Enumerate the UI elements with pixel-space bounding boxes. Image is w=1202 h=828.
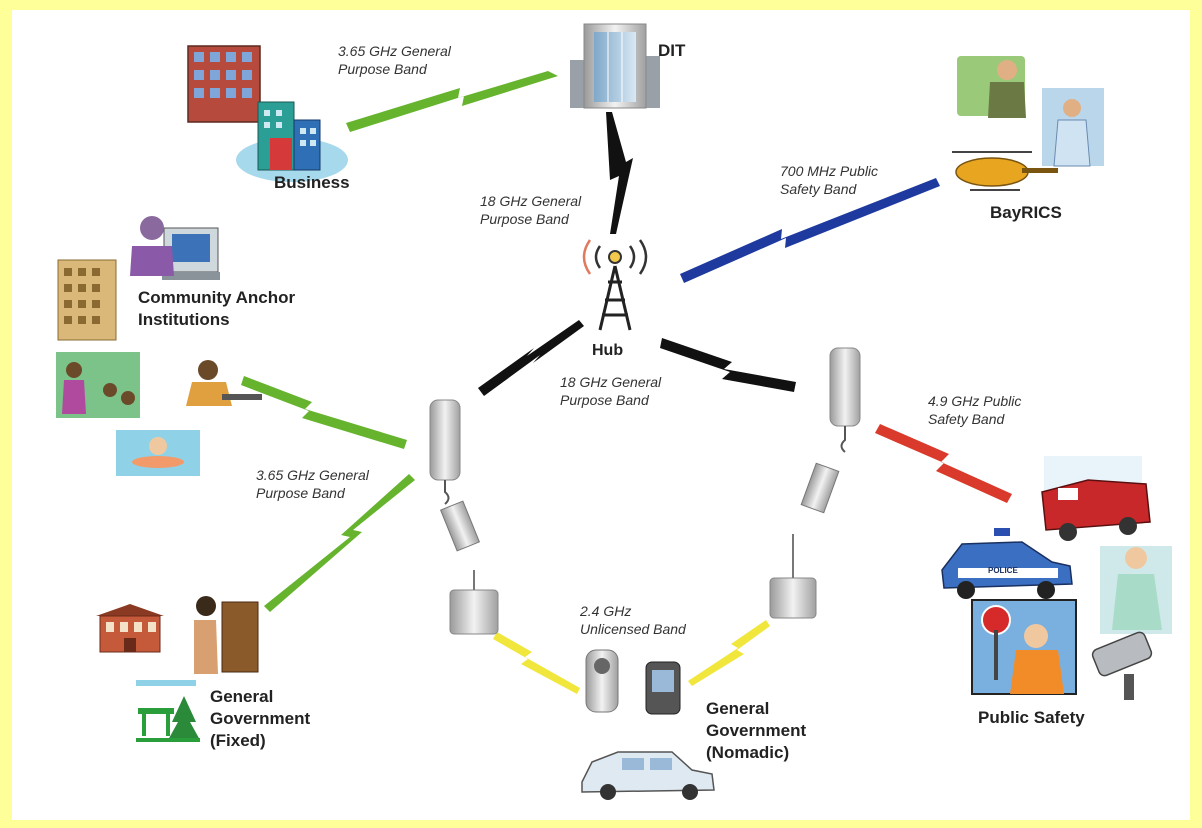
business-buildings-icon — [187, 45, 348, 182]
link-label-tower-gov-fixed-line1: 3.65 GHz General — [256, 467, 369, 483]
general-government-nomadic-icons — [581, 649, 715, 800]
link-tower-public-safety-bolt — [875, 424, 1012, 503]
link-label-hub-bayrics-line1: 700 MHz Public — [780, 163, 879, 179]
link-label-dit-hub: 18 GHz General Purpose Band — [480, 192, 581, 228]
police-car-text: POLICE — [988, 566, 1018, 575]
node-label-dit: DIT — [658, 41, 686, 60]
node-label-business: Business — [274, 173, 350, 192]
node-label-public-safety: Public Safety — [978, 708, 1085, 727]
link-label-dit-hub-line2: Purpose Band — [480, 211, 569, 227]
node-label-bayrics: BayRICS — [990, 203, 1062, 222]
diagram-graphics — [56, 23, 1172, 800]
node-label-gov-nomadic-line2: Government — [706, 721, 807, 740]
general-government-fixed-icons — [96, 596, 260, 742]
link-business-dit-bolt — [346, 71, 558, 132]
community-anchor-icons — [56, 216, 262, 476]
network-diagram: 3.65 GHz General Purpose Band 18 GHz Gen… — [12, 10, 1190, 820]
link-hub-left-tower-bolt — [478, 320, 584, 396]
node-label-hub: Hub — [592, 342, 624, 359]
link-label-tower-public-safety-line2: Safety Band — [928, 411, 1005, 427]
node-label-gov-fixed-line1: General — [210, 687, 274, 706]
node-label-gov-fixed: General Government (Fixed) — [210, 686, 310, 752]
link-label-tower-gov-fixed-line2: Purpose Band — [256, 485, 345, 501]
link-label-hub-towers-line1: 18 GHz General — [560, 374, 662, 390]
link-community-tower-bolt — [241, 376, 407, 449]
link-label-business-dit-line1: 3.65 GHz General — [338, 43, 451, 59]
dit-building-icon — [570, 23, 660, 109]
public-safety-icons — [941, 456, 1172, 700]
node-label-gov-fixed-line3: (Fixed) — [210, 731, 266, 750]
link-label-dit-hub-line1: 18 GHz General — [480, 193, 582, 209]
link-label-nomadic-line2: Unlicensed Band — [580, 621, 686, 637]
link-label-nomadic: 2.4 GHz Unlicensed Band — [580, 602, 686, 638]
node-label-gov-nomadic-line1: General — [706, 699, 770, 718]
node-label-community-anchor-line1: Community Anchor — [138, 288, 296, 307]
node-label-community-anchor: Community Anchor Institutions — [138, 287, 295, 331]
link-tower-gov-fixed-bolt — [264, 474, 415, 612]
hub-tower-icon — [582, 239, 648, 331]
node-label-gov-fixed-line2: Government — [210, 709, 311, 728]
link-label-hub-bayrics: 700 MHz Public Safety Band — [780, 162, 878, 198]
link-right-radio-nomadic-bolt — [688, 620, 770, 686]
node-label-gov-nomadic-line3: (Nomadic) — [706, 743, 790, 762]
link-label-nomadic-line1: 2.4 GHz — [580, 603, 632, 619]
link-dit-hub-bolt — [606, 112, 633, 234]
bayrics-icons — [952, 56, 1104, 191]
right-tower-radio-icon — [769, 347, 861, 619]
link-label-hub-towers-line2: Purpose Band — [560, 392, 649, 408]
link-left-radio-nomadic-bolt — [493, 632, 580, 694]
link-label-hub-bayrics-line2: Safety Band — [780, 181, 857, 197]
link-label-business-dit-line2: Purpose Band — [338, 61, 427, 77]
link-hub-right-tower-bolt — [660, 338, 796, 392]
link-hub-bayrics-bolt — [680, 178, 940, 283]
link-label-hub-towers: 18 GHz General Purpose Band — [560, 373, 661, 409]
link-label-business-dit: 3.65 GHz General Purpose Band — [338, 42, 451, 78]
link-label-tower-gov-fixed: 3.65 GHz General Purpose Band — [256, 466, 369, 502]
link-label-tower-public-safety: 4.9 GHz Public Safety Band — [928, 392, 1021, 428]
left-tower-radio-icon — [429, 399, 499, 635]
node-label-gov-nomadic: General Government (Nomadic) — [706, 698, 806, 764]
link-label-tower-public-safety-line1: 4.9 GHz Public — [928, 393, 1022, 409]
node-label-community-anchor-line2: Institutions — [138, 310, 230, 329]
